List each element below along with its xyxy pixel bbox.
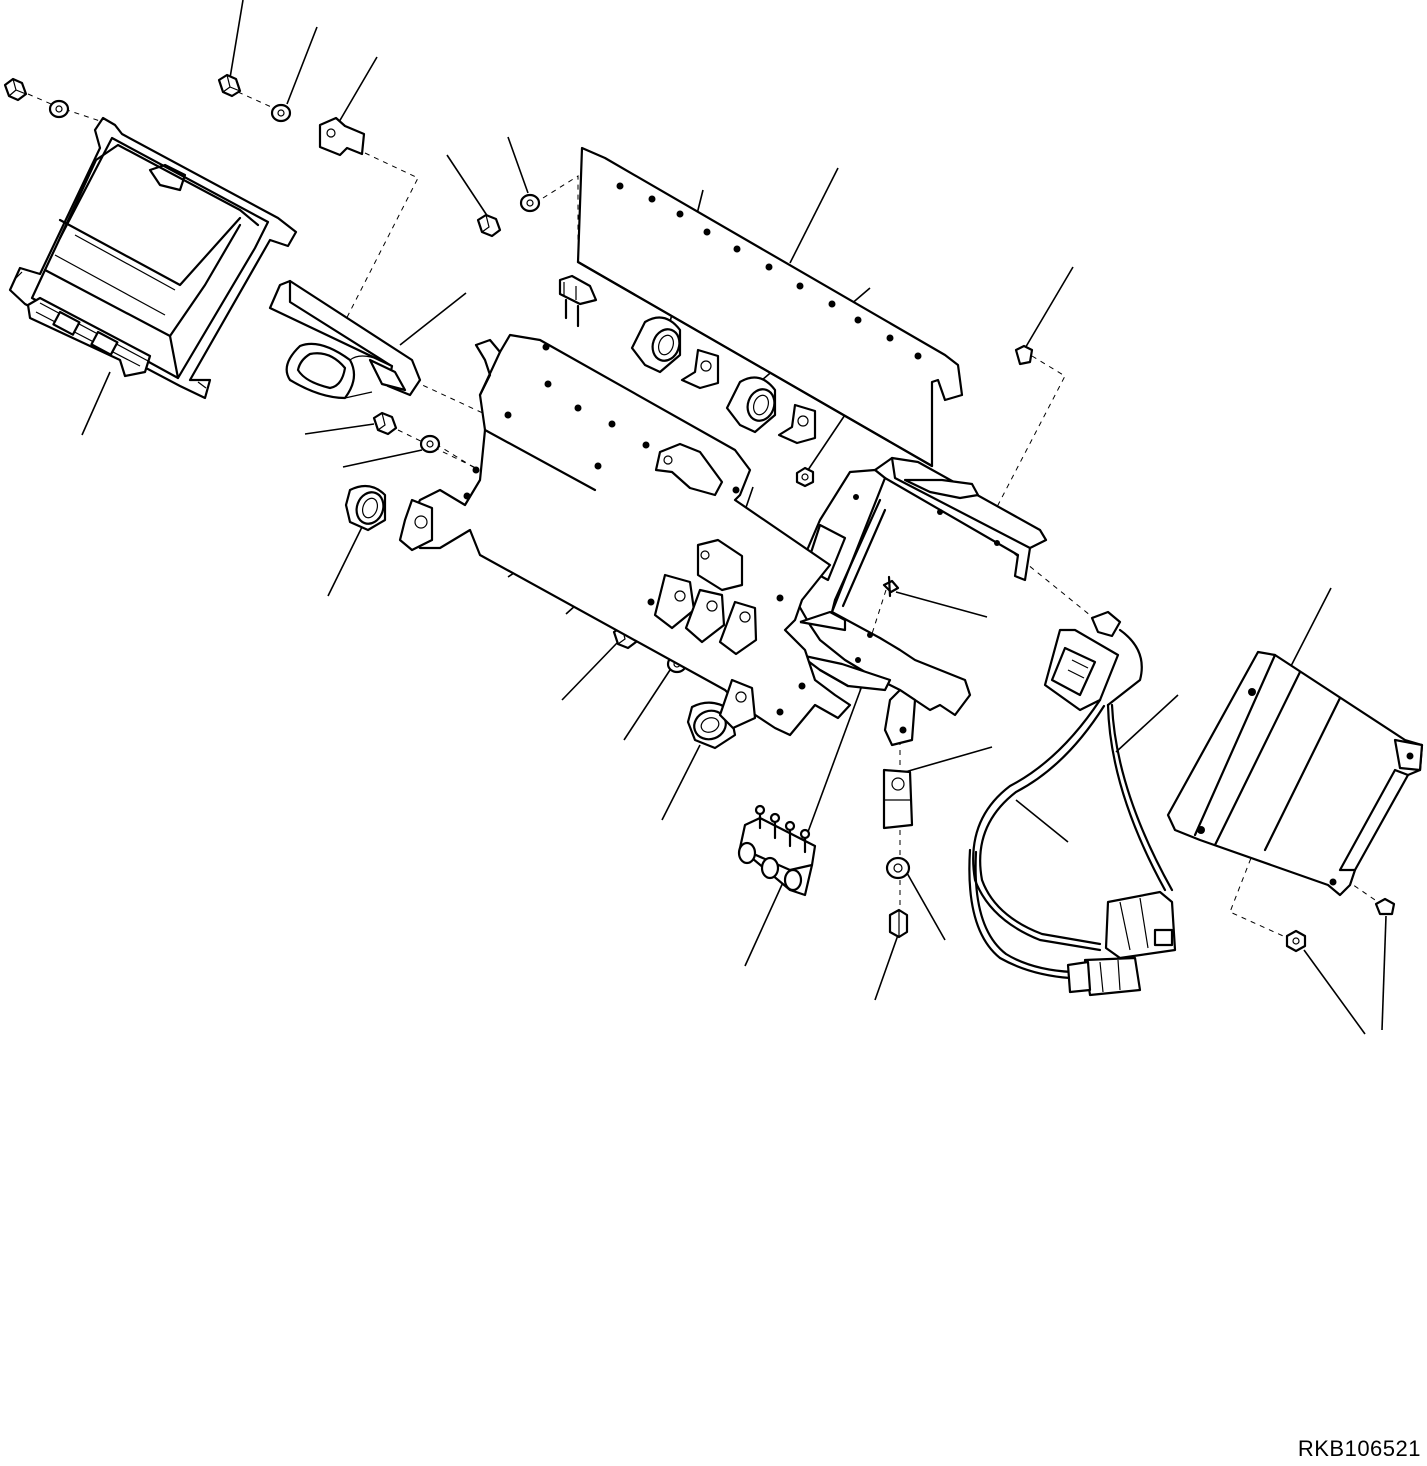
panel-holes: [616, 182, 922, 360]
nut-bracket: [797, 468, 813, 486]
side-cover: [1168, 652, 1422, 895]
terminal-block: [739, 806, 815, 895]
clip-top: [320, 118, 364, 155]
base-plate: [405, 335, 850, 735]
wire-harness: [969, 630, 1175, 995]
tab-lower: [720, 680, 755, 728]
clip-center-mid: [698, 540, 742, 590]
back-panel: [578, 148, 962, 466]
washer-left-mid: [421, 436, 439, 452]
screw-stud: [884, 577, 898, 596]
cable-holder: [270, 281, 420, 398]
right-bracket: [790, 458, 1046, 745]
figure-reference-code: RKB106521: [1297, 1436, 1421, 1461]
washer-top-center: [272, 105, 290, 121]
clip-center-upper: [656, 444, 722, 495]
clamp-upper-2: [727, 378, 779, 433]
bolt-top-left: [5, 79, 26, 100]
washer-lower-center: [887, 858, 909, 878]
clamp-left: [346, 486, 388, 530]
tab-upper-2: [779, 405, 815, 443]
tab-left: [400, 500, 432, 550]
tab-upper-1: [682, 350, 718, 388]
tab-row: [655, 575, 756, 654]
bolt-lower-center: [890, 910, 907, 937]
washer-top-left: [50, 101, 68, 117]
bolt-upper-bracket: [478, 215, 500, 236]
bolt-left-mid: [374, 413, 396, 434]
clip-lower-center: [884, 770, 912, 828]
screw-right-bracket: [1016, 346, 1032, 364]
clamp-upper-1: [632, 318, 684, 373]
washer-upper-bracket: [521, 195, 539, 211]
angle-bracket: [800, 655, 890, 690]
controller-box: [10, 118, 296, 398]
screw-lower-right: [1376, 899, 1394, 914]
connector-studs: [560, 276, 596, 326]
nut-lower-right: [1287, 931, 1305, 951]
rocker-switch: [1045, 612, 1120, 710]
bolt-top-center: [219, 75, 240, 96]
